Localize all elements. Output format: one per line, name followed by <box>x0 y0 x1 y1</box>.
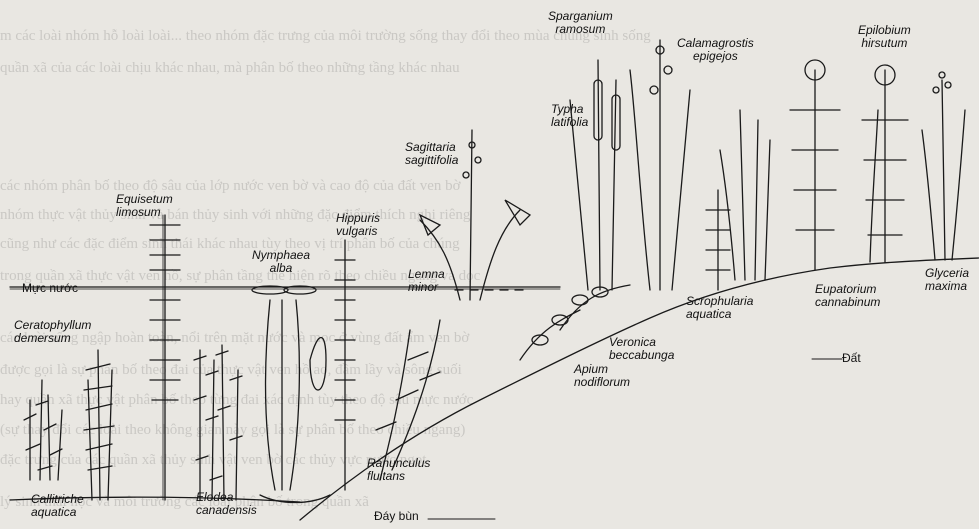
label-species: hirsutum <box>858 37 911 50</box>
label-soil: Đất <box>842 352 861 365</box>
label-nymphaea: Nymphaea alba <box>252 249 310 275</box>
label-species: limosum <box>116 206 173 219</box>
label-ceratophyllum: Ceratophyllum demersum <box>14 319 91 345</box>
label-eupatorium: Eupatorium cannabinum <box>815 283 880 309</box>
label-species: demersum <box>14 332 91 345</box>
label-lemna: Lemna minor <box>408 268 445 294</box>
label-bottom-mud: Đáy bùn <box>374 510 419 523</box>
scrophularia-plant <box>706 190 730 290</box>
label-species: fluitans <box>367 470 430 483</box>
label-apium: Apium nodiflorum <box>574 363 630 389</box>
calamagrostis-plant <box>720 110 770 280</box>
equisetum-plant <box>150 215 180 500</box>
label-species: cannabinum <box>815 296 880 309</box>
label-hippuris: Hippuris vulgaris <box>336 212 380 238</box>
label-elodea: Elodea canadensis <box>196 491 257 517</box>
label-water-level: Mực nước <box>22 282 78 295</box>
label-species: vulgaris <box>336 225 380 238</box>
label-ranunculus: Ranunculus fluitans <box>367 457 430 483</box>
ceratophyllum-plant <box>84 350 114 500</box>
label-scrophularia: Scrophularia aquatica <box>686 295 753 321</box>
label-species: sagittifolia <box>405 154 458 167</box>
label-species: alba <box>252 262 310 275</box>
label-epilobium: Epilobium hirsutum <box>858 24 911 50</box>
callitriche-plant <box>24 380 62 480</box>
label-species: maxima <box>925 280 969 293</box>
epilobium-plant <box>862 65 908 262</box>
label-veronica: Veronica beccabunga <box>609 336 674 362</box>
glyceria-plant <box>922 72 965 260</box>
nymphaea-plant <box>252 286 330 503</box>
label-species: aquatica <box>686 308 753 321</box>
label-species: minor <box>408 281 445 294</box>
label-species: aquatica <box>31 506 84 519</box>
label-species: ramosum <box>548 23 613 36</box>
label-species: canadensis <box>196 504 257 517</box>
sparganium-plant <box>630 40 690 290</box>
label-species: epigejos <box>677 50 754 63</box>
eupatorium-plant <box>790 60 840 270</box>
elodea-plant <box>194 345 242 500</box>
label-equisetum: Equisetum limosum <box>116 193 173 219</box>
label-species: latifolia <box>551 116 588 129</box>
label-sparganium: Sparganium ramosum <box>548 10 613 36</box>
label-glyceria: Glyceria maxima <box>925 267 969 293</box>
label-calamagrostis: Calamagrostis epigejos <box>677 37 754 63</box>
label-species: nodiflorum <box>574 376 630 389</box>
label-sagittaria: Sagittaria sagittifolia <box>405 141 458 167</box>
hippuris-plant <box>335 240 355 490</box>
label-callitriche: Callitriche aquatica <box>31 493 84 519</box>
label-species: beccabunga <box>609 349 674 362</box>
typha-plant <box>570 60 620 290</box>
label-typha: Typha latifolia <box>551 103 588 129</box>
